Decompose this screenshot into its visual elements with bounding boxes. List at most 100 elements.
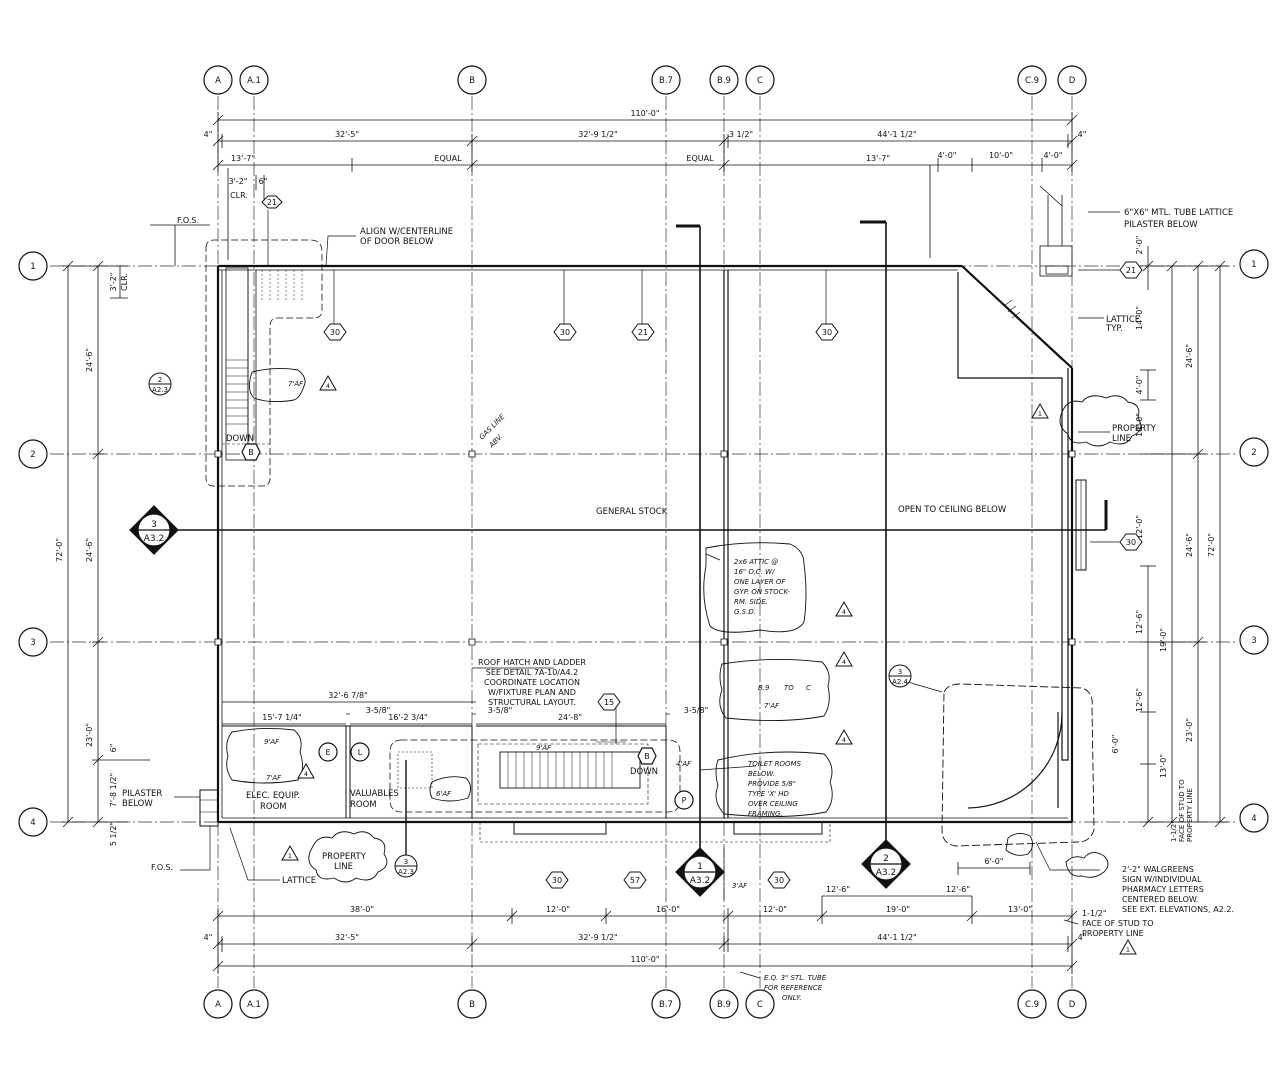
dim-bot-b: 12'-0" xyxy=(546,905,570,914)
roof-note-3: COORDINATE LOCATION xyxy=(484,678,580,687)
hex-tags xyxy=(261,195,1143,889)
face-stud-v-3: PROPERTY LINE xyxy=(1186,788,1194,842)
section-cut-lines xyxy=(170,220,1108,866)
section-2-sheet: A3.2 xyxy=(876,868,896,878)
dim-stair-b: 6" xyxy=(259,177,268,186)
dim-left-f: 7'-8 1/2" xyxy=(109,773,118,807)
delta-1-b: 1 xyxy=(288,852,292,860)
delta-4-c: 4 xyxy=(842,608,846,616)
tag-21-c: 21 xyxy=(1126,266,1136,275)
dim-fos-bottom: F.O.S. xyxy=(151,863,173,872)
stair-bottom xyxy=(389,739,681,860)
dim-bot-g: 12'-6" xyxy=(826,885,850,894)
dim-sub-g: 4'-0" xyxy=(1044,151,1063,160)
dim-right-m: 19'-0" xyxy=(1159,628,1168,652)
hand-attic-3: ONE LAYER OF xyxy=(734,578,786,586)
sign-note-2: SIGN W/INDIVIDUAL xyxy=(1122,875,1202,884)
revision-delta-text: 1 1 1 4 4 4 4 4 xyxy=(288,382,1130,954)
hand-9af-b: 9'AF xyxy=(264,738,280,746)
face-stud-1: 1-1/2" xyxy=(1082,909,1107,918)
detail-reference-text: 2 A2.3 3 A2.3 3 A2.4 xyxy=(152,376,908,876)
grid-row-2-right: 2 xyxy=(1251,448,1256,458)
label-align-1: ALIGN W/CENTERLINE xyxy=(360,227,453,237)
dim-int-a: 32'-6 7/8" xyxy=(328,691,367,700)
dim-right-j: 24'-6" xyxy=(1185,344,1194,368)
hand-7af-a: 7'AF xyxy=(764,702,780,710)
delta-4-b: 4 xyxy=(304,770,308,778)
label-property-line-a-2: LINE xyxy=(334,862,353,872)
tag-30-e: 30 xyxy=(552,876,562,885)
dim-right-d: 14'-0" xyxy=(1135,413,1144,437)
dim-int-c: 15'-7 1/4" xyxy=(262,713,301,722)
dim-top-e: 44'-1 1/2" xyxy=(877,130,916,139)
dim-right-k: 24'-6" xyxy=(1185,533,1194,557)
detail-ref-3c-num: 3 xyxy=(898,668,902,676)
tag-57: 57 xyxy=(630,876,640,885)
dim-top-c: 32'-9 1/2" xyxy=(578,130,617,139)
dim-bot-e: 19'-0" xyxy=(886,905,910,914)
sign-note-4: CENTERED BELOW. xyxy=(1122,895,1198,904)
grid-row-2-left: 2 xyxy=(30,450,35,460)
section-3-sheet: A3.2 xyxy=(144,534,164,544)
section-1-num: 1 xyxy=(697,862,703,872)
grid-bubble-labels: A A.1 B B.7 B.9 C C.9 D A A.1 B B.7 B.9 … xyxy=(30,76,1256,1010)
dim-sub-c: EQUAL xyxy=(686,154,714,163)
dim-stair-c-clr: CLR. xyxy=(120,273,129,291)
dim-top-d: 3 1/2" xyxy=(729,130,753,139)
dim-overall-top: 110'-0" xyxy=(630,109,659,118)
circle-tags xyxy=(241,443,694,810)
dim-int-d: 16'-2 3/4" xyxy=(388,713,427,722)
label-lattice-typ-1: LATTICE xyxy=(1106,315,1140,325)
label-pilaster-1: PILASTER xyxy=(122,789,162,799)
dim-left-d: 23'-0" xyxy=(85,723,94,747)
section-2-num: 2 xyxy=(883,854,889,864)
column-marks xyxy=(214,450,1076,646)
hand-toilet-3: PROVIDE 5/8" xyxy=(748,780,796,788)
dim-bot-f: 13'-0" xyxy=(1008,905,1032,914)
tag-30-c: 30 xyxy=(822,328,832,337)
dim-bot-m: 44'-1 1/2" xyxy=(877,933,916,942)
exterior-walls xyxy=(199,264,1087,843)
tag-21-stair: 21 xyxy=(267,198,277,207)
equip-tag-e: E xyxy=(325,748,330,757)
delta-1-c: 1 xyxy=(1126,946,1130,954)
note-labels: PROPERTY LINE PROPERTY LINE LATTICE LATT… xyxy=(122,208,1233,886)
hand-tube-3: ONLY. xyxy=(782,994,802,1002)
hand-toilet-4: TYPE 'X' HD xyxy=(748,790,790,798)
sign-note-1: 2'-2" WALGREENS xyxy=(1122,865,1194,874)
grid-col-a-bottom: A xyxy=(215,1000,221,1010)
sign-note-5: SEE EXT. ELEVATIONS, A2.2. xyxy=(1122,905,1234,914)
dim-left-b: 72'-0" xyxy=(55,538,64,562)
hand-7af-c: 7'AF xyxy=(266,774,282,782)
grid-bubbles xyxy=(18,65,1269,1019)
hand-3af: 3'AF xyxy=(732,882,748,890)
circle-tag-text: E L P B B xyxy=(248,448,686,805)
hand-toilet-1: TOILET ROOMS xyxy=(748,760,802,768)
grid-row-3-right: 3 xyxy=(1251,636,1256,646)
hand-attic-4: GYP. ON STOCK- xyxy=(734,588,790,596)
dim-sub-a: 13'-7" xyxy=(231,154,255,163)
grid-col-b7-bottom: B.7 xyxy=(659,1000,673,1010)
face-stud-3: PROPERTY LINE xyxy=(1082,929,1144,938)
hand-attic-6: G.S.D. xyxy=(734,608,756,616)
dim-overall-bottom: 110'-0" xyxy=(630,955,659,964)
grid-row-1-left: 1 xyxy=(30,262,35,272)
stair-tag-b-bottom: B xyxy=(644,752,650,761)
hand-attic-2: 16" O.C. W/ xyxy=(734,568,775,576)
roof-note-4: W/FIXTURE PLAN AND xyxy=(488,688,576,697)
dim-top-b: 32'-5" xyxy=(335,130,359,139)
dim-bot-d: 12'-0" xyxy=(763,905,787,914)
bottom-dimension-lines xyxy=(212,862,1078,974)
sign-note-3: PHARMACY LETTERS xyxy=(1122,885,1204,894)
label-align-2: OF DOOR BELOW xyxy=(360,237,434,247)
hand-gas-2: ABV. xyxy=(487,433,505,451)
dim-right-e: 12'-0" xyxy=(1135,515,1144,539)
dim-left-a: 24'-6" xyxy=(85,348,94,372)
tag-30-f: 30 xyxy=(774,876,784,885)
hand-b9: B.9 xyxy=(758,684,770,692)
dim-top-f: 4" xyxy=(1078,130,1087,139)
dim-bot-a: 38'-0" xyxy=(350,905,374,914)
hand-toilet-6: FRAMING. xyxy=(748,810,783,818)
revision-deltas xyxy=(281,374,1137,955)
